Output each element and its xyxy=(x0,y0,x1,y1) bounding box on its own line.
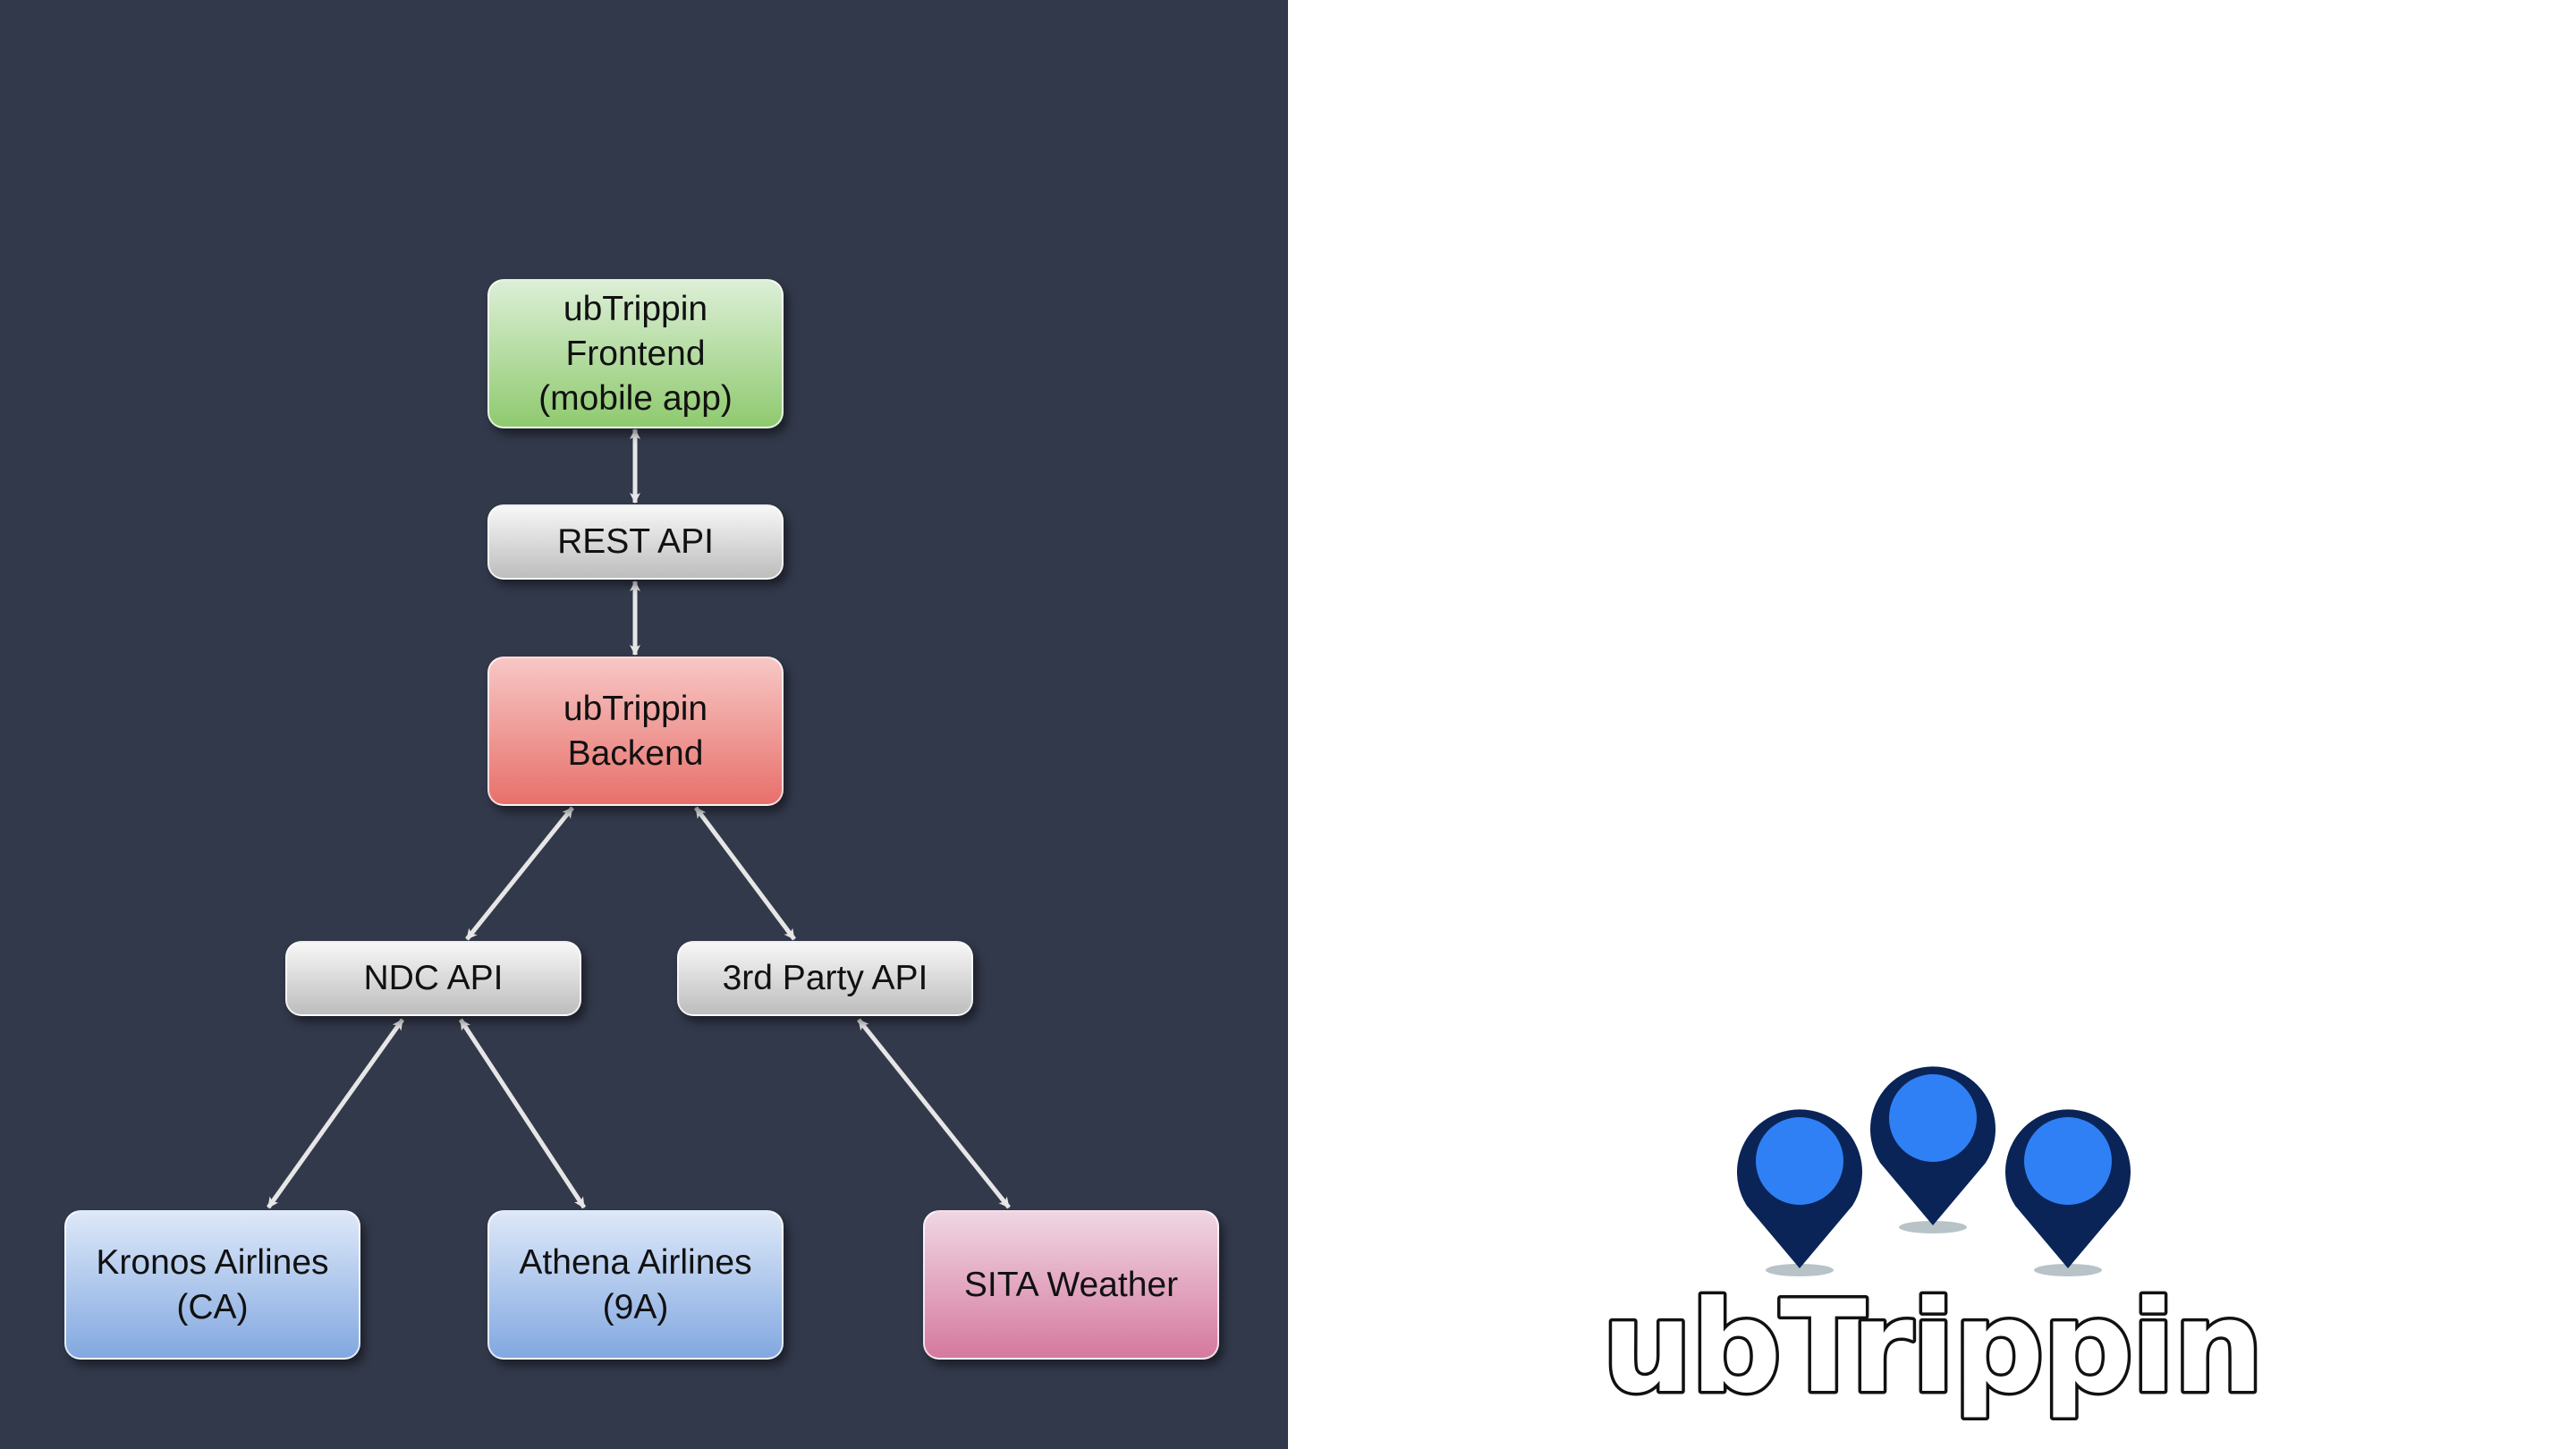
third-party-api-node: 3rd Party API xyxy=(677,941,973,1016)
backend-node: ubTrippin Backend xyxy=(487,657,784,806)
ndc-api-node: NDC API xyxy=(285,941,581,1016)
connector-ndc-kronos xyxy=(266,1018,405,1209)
frontend-node: ubTrippin Frontend (mobile app) xyxy=(487,279,784,428)
rest-api-node: REST API xyxy=(487,504,784,580)
architecture-panel: ubTrippin Frontend (mobile app) REST API… xyxy=(0,0,1288,1449)
athena-airlines-node: Athena Airlines (9A) xyxy=(487,1210,784,1360)
kronos-airlines-node: Kronos Airlines (CA) xyxy=(64,1210,360,1360)
sita-weather-node: SITA Weather xyxy=(923,1210,1219,1360)
connector-backend-thirdparty xyxy=(693,806,797,941)
logo-panel xyxy=(1288,0,2576,1449)
connector-backend-ndc xyxy=(465,806,574,941)
connector-thirdparty-sita xyxy=(857,1018,1011,1209)
connector-ndc-athena xyxy=(458,1018,587,1209)
